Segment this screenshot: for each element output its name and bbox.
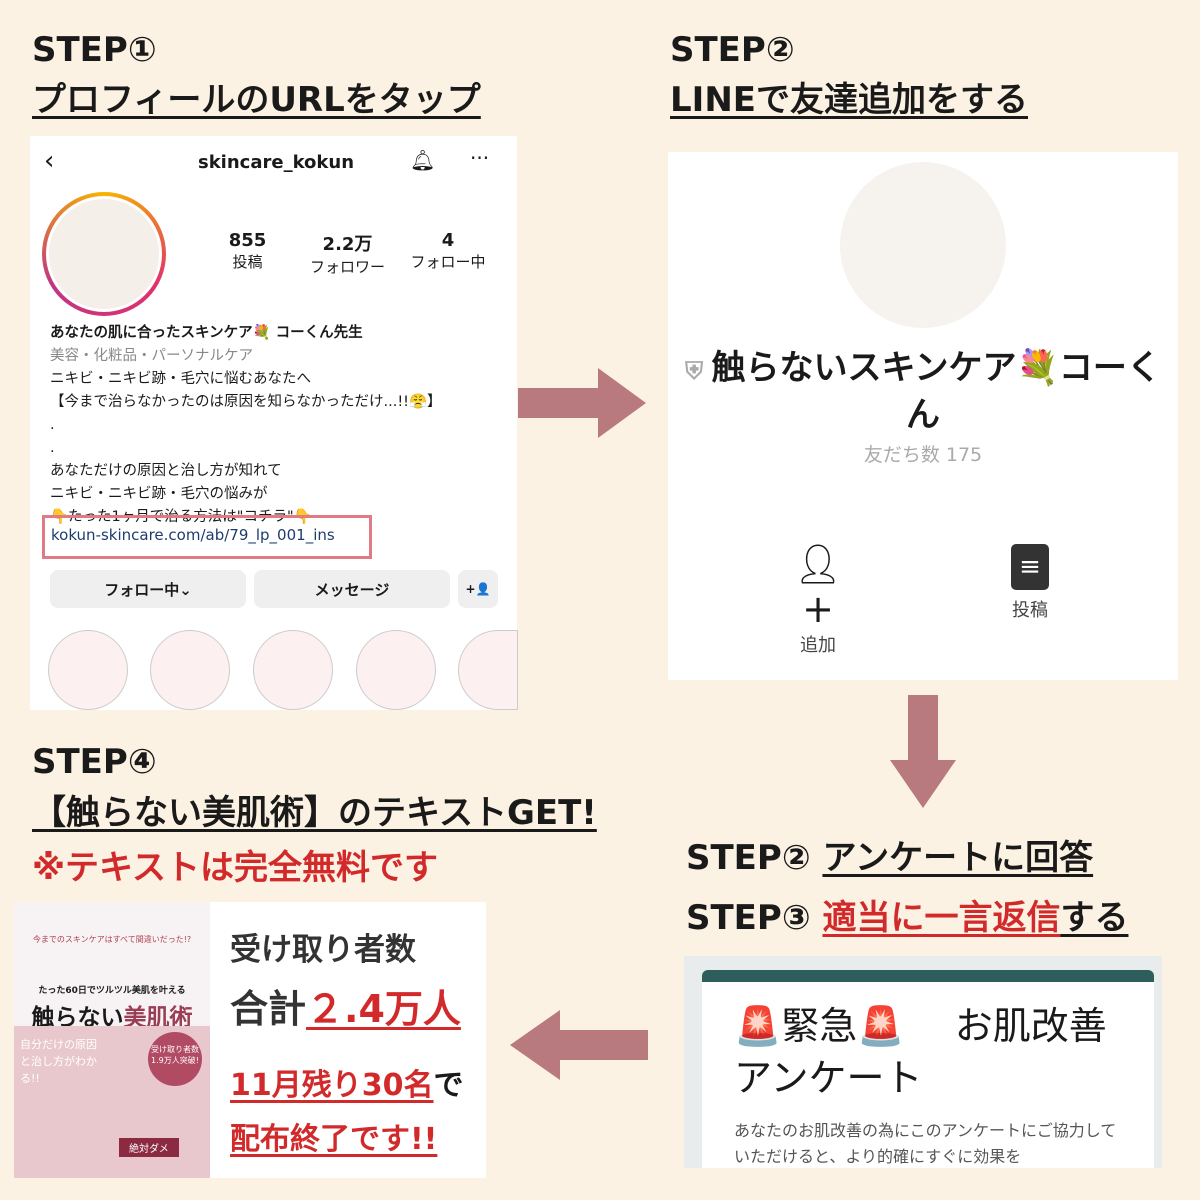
bell-icon[interactable]: 🔔︎ bbox=[410, 148, 436, 172]
arrow-right-icon bbox=[518, 368, 646, 438]
highlight[interactable] bbox=[253, 630, 333, 710]
avatar[interactable] bbox=[42, 192, 166, 316]
username: skincare_kokun bbox=[198, 152, 355, 173]
back-icon[interactable]: ‹ bbox=[44, 146, 55, 176]
line-avatar bbox=[840, 162, 1006, 328]
message-button[interactable]: メッセージ bbox=[254, 570, 450, 608]
highlight[interactable] bbox=[48, 630, 128, 710]
add-friend-button[interactable]: 👤︎+追加 bbox=[778, 542, 858, 657]
post-icon: ≡ bbox=[1011, 544, 1049, 590]
arrow-left-icon bbox=[510, 1010, 648, 1080]
profile-link[interactable]: kokun-skincare.com/ab/79_lp_001_ins bbox=[42, 515, 372, 559]
recipients-label: 受け取り者数 bbox=[230, 932, 416, 968]
remaining: 11月残り30名で bbox=[230, 1068, 464, 1103]
end-notice: 配布終了です!! bbox=[230, 1122, 438, 1157]
step3-line-b: STEP③ 適当に一言返信する bbox=[686, 898, 1129, 938]
recipients-total: 合計２.4万人 bbox=[230, 987, 461, 1031]
stat-followers[interactable]: 2.2万フォロワー bbox=[309, 234, 385, 276]
reward-card: 今までのスキンケアはすべて間違いだった!? たった60日でツルツル美肌を叶える … bbox=[14, 902, 486, 1178]
highlight[interactable] bbox=[356, 630, 436, 710]
shield-icon: ⛨ bbox=[685, 357, 712, 385]
add-person-button[interactable]: +👤 bbox=[458, 570, 498, 608]
friend-count: 友だち数 175 bbox=[863, 444, 983, 466]
more-icon[interactable]: ··· bbox=[470, 146, 490, 170]
survey-title: 🚨緊急🚨 お肌改善 bbox=[734, 1004, 1107, 1048]
step4-note: ※テキストは完全無料です bbox=[32, 848, 439, 888]
survey-body: あなたのお肌改善の為にこのアンケートにご協力していただけると、より的確にすぐに効… bbox=[734, 1121, 1117, 1166]
survey-title-2: アンケート bbox=[734, 1056, 923, 1100]
step2-title: LINEで友達追加をする bbox=[670, 80, 1028, 120]
highlight[interactable] bbox=[150, 630, 230, 710]
step3-line-a: STEP② アンケートに回答 bbox=[686, 838, 1094, 878]
survey-card: 🚨緊急🚨 お肌改善 アンケート あなたのお肌改善の為にこのアンケートにご協力して… bbox=[684, 956, 1162, 1168]
line-account-name: ⛨ 触らないスキンケア💐コーくん bbox=[685, 348, 1161, 435]
step1-title: プロフィールのURLをタップ bbox=[32, 80, 481, 120]
step2-label: STEP② bbox=[670, 30, 795, 70]
step4-title: 【触らない美肌術】のテキストGET! bbox=[32, 793, 597, 833]
line-profile: ⛨ 触らないスキンケア💐コーくん 友だち数 175 👤︎+追加 ≡投稿 bbox=[668, 152, 1178, 680]
bio: あなたの肌に合ったスキンケア💐 コーくん先生 美容・化粧品・パーソナルケア ニキ… bbox=[50, 325, 442, 525]
arrow-down-icon bbox=[890, 695, 956, 808]
ebook-cover: 今までのスキンケアはすべて間違いだった!? たった60日でツルツル美肌を叶える … bbox=[14, 902, 210, 1178]
add-user-icon: 👤︎+ bbox=[793, 542, 843, 631]
posts-button[interactable]: ≡投稿 bbox=[990, 544, 1070, 622]
step4-label: STEP④ bbox=[32, 742, 157, 782]
step1-label: STEP① bbox=[32, 30, 157, 70]
instagram-profile: ‹ skincare_kokun 🔔︎ ··· bbox=[30, 136, 517, 710]
highlight[interactable] bbox=[458, 630, 518, 710]
following-button[interactable]: フォロー中⌄ bbox=[50, 570, 246, 608]
